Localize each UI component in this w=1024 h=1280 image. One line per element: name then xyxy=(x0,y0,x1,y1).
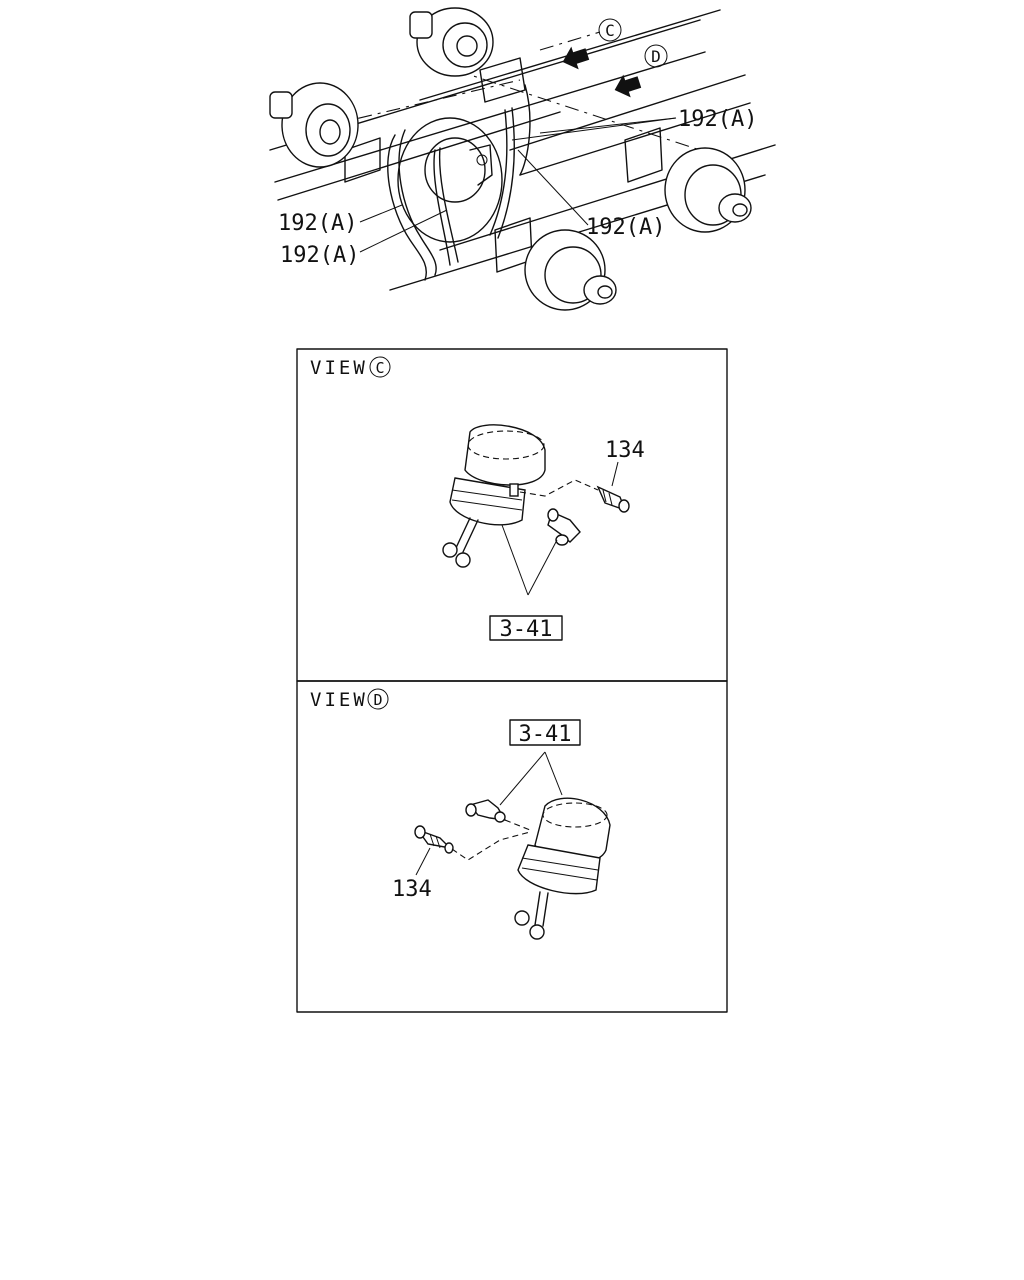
wheel-hub xyxy=(664,147,752,233)
view-d-part-134: 134 xyxy=(392,877,432,902)
view-d-panel: VIEW D 3-41 xyxy=(296,680,728,1013)
view-c-arrow: C xyxy=(562,18,622,70)
wheel-hub xyxy=(524,229,617,311)
view-c-arrow-letter: C xyxy=(605,21,615,40)
connector-134 xyxy=(414,825,454,854)
callout-192a-top-right: 192(A) xyxy=(678,107,757,132)
view-c-title: VIEW xyxy=(310,357,368,379)
view-c-part-ref: 3-41 xyxy=(500,617,553,642)
view-c-letter: C xyxy=(375,359,384,377)
view-d-arrow: D xyxy=(614,44,668,98)
elbow-fitting xyxy=(547,508,581,546)
view-d-title: VIEW xyxy=(310,689,368,711)
view-c-panel: VIEW C xyxy=(296,348,728,682)
view-d-part-ref: 3-41 xyxy=(519,722,572,747)
brake-hose-lines xyxy=(387,84,531,281)
elbow-fitting xyxy=(465,799,507,823)
brake-chamber xyxy=(514,797,611,940)
callout-192a-mid-right: 192(A) xyxy=(586,215,665,240)
axle-assembly-overview: C D 192(A) 192(A) 192(A) 192(A) xyxy=(269,7,776,311)
callout-192a-left-lower: 192(A) xyxy=(280,243,359,268)
differential-housing xyxy=(397,117,503,243)
callout-192a-left-upper: 192(A) xyxy=(278,211,357,236)
connector-134 xyxy=(596,485,630,513)
view-d-arrow-letter: D xyxy=(651,47,661,66)
wheel-hub xyxy=(409,7,494,77)
brake-chamber xyxy=(442,424,546,568)
wheel-hub xyxy=(269,82,359,168)
view-c-part-134: 134 xyxy=(605,438,645,463)
view-d-letter: D xyxy=(373,691,382,709)
